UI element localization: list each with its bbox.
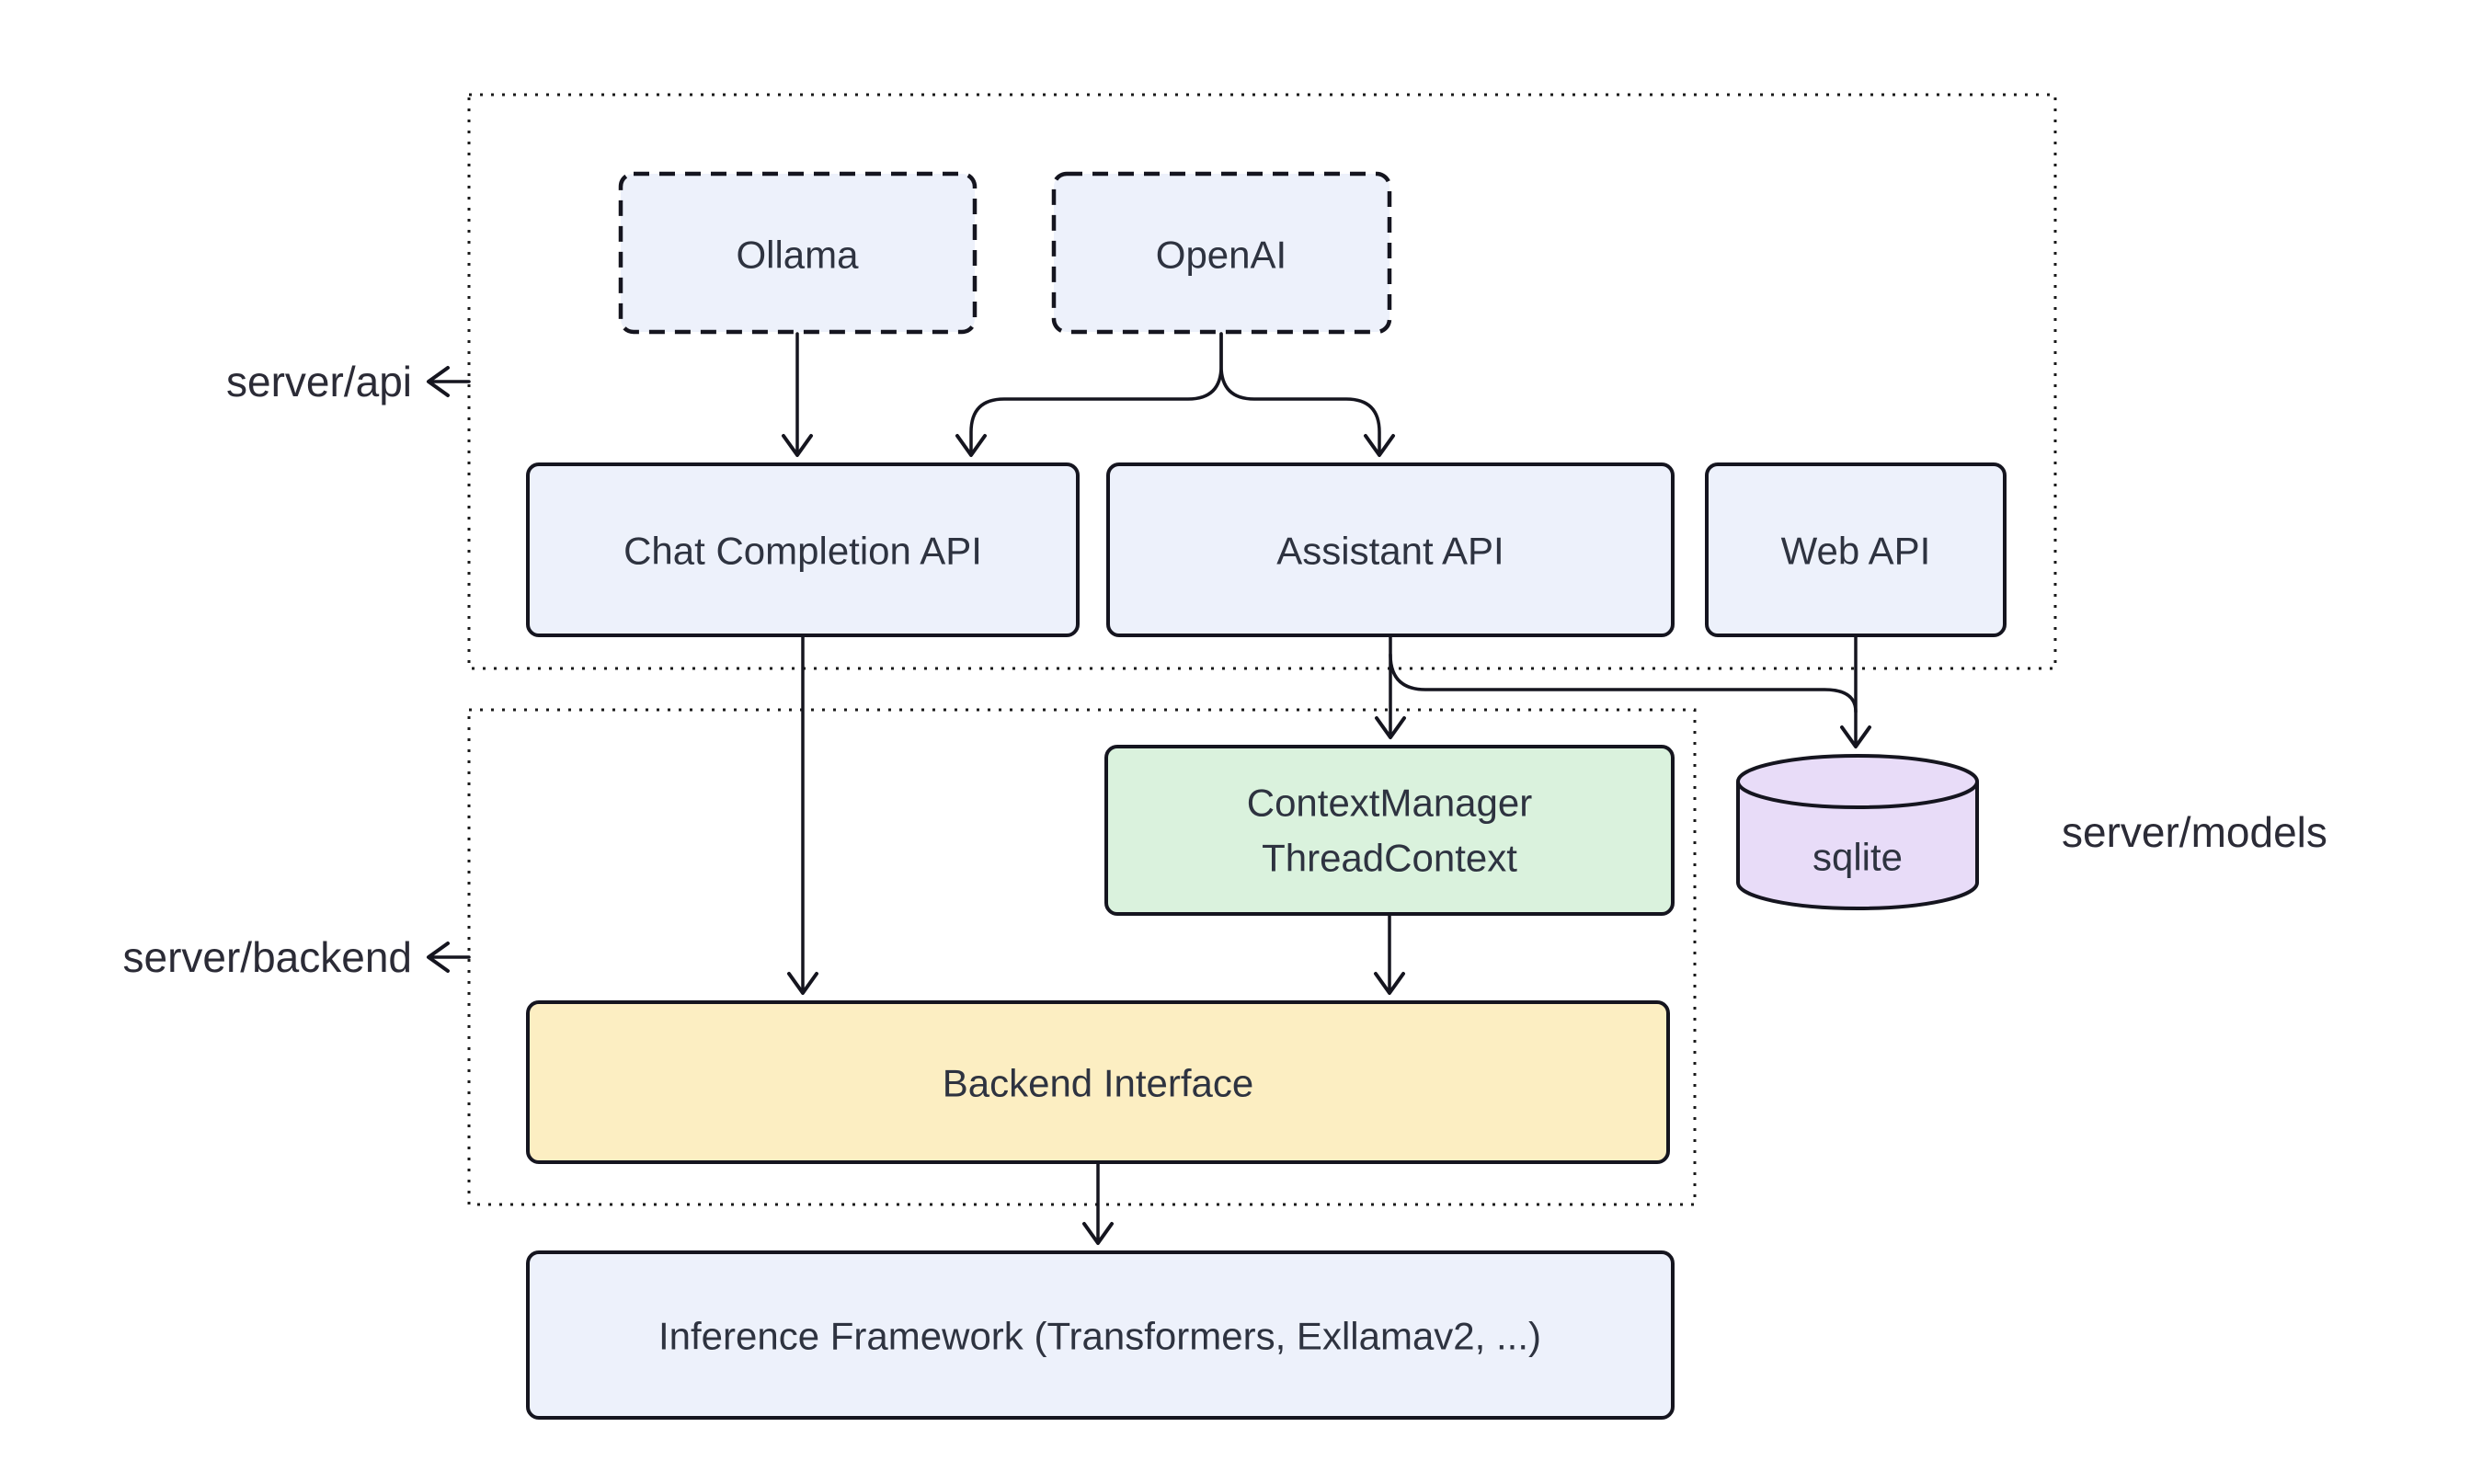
ollama-node: Ollama	[618, 171, 978, 335]
backend-interface-box	[526, 1000, 1670, 1164]
chat-completion-api-node: Chat Completion API	[526, 462, 1080, 637]
web-api-node: Web API	[1705, 462, 2007, 637]
sqlite-cylinder: sqlite	[1736, 754, 1979, 910]
inference-framework-node: Inference Framework (Transformers, Exlla…	[526, 1250, 1675, 1420]
assistant-api-node: Assistant API	[1106, 462, 1675, 637]
server-api-label: server/api	[226, 358, 412, 405]
context-manager-label-line2: ThreadContext	[1262, 837, 1517, 880]
edge-openai-to-chat-api	[955, 332, 1223, 457]
server-backend-label: server/backend	[123, 933, 413, 981]
sqlite-label: sqlite	[1812, 836, 1903, 879]
web-api-label: Web API	[1781, 530, 1931, 573]
openai-label: OpenAI	[1156, 234, 1286, 277]
edge-openai-to-assistant-api	[1219, 332, 1395, 457]
openai-box	[1051, 171, 1392, 335]
backend-interface-label: Backend Interface	[943, 1062, 1254, 1105]
context-manager-label-line1: ContextManager	[1247, 782, 1533, 825]
edge-assistant-api-to-sqlite	[1389, 653, 1858, 713]
assistant-api-label: Assistant API	[1276, 530, 1504, 573]
chat-completion-api-label: Chat Completion API	[623, 530, 982, 573]
inference-framework-label: Inference Framework (Transformers, Exlla…	[658, 1315, 1541, 1358]
sqlite-cylinder-body	[1736, 782, 1979, 910]
assistant-api-box	[1106, 462, 1675, 637]
openai-node: OpenAI	[1051, 171, 1392, 335]
chat-completion-api-box	[526, 462, 1080, 637]
web-api-box	[1705, 462, 2007, 637]
server-models-label: server/models	[2062, 808, 2327, 856]
context-manager-node: ContextManager ThreadContext	[1104, 745, 1675, 916]
sqlite-cylinder-top	[1736, 754, 1979, 809]
inference-framework-box	[526, 1250, 1675, 1420]
context-manager-box	[1104, 745, 1675, 916]
ollama-label: Ollama	[736, 234, 859, 277]
backend-interface-node: Backend Interface	[526, 1000, 1670, 1164]
ollama-box	[618, 171, 978, 335]
